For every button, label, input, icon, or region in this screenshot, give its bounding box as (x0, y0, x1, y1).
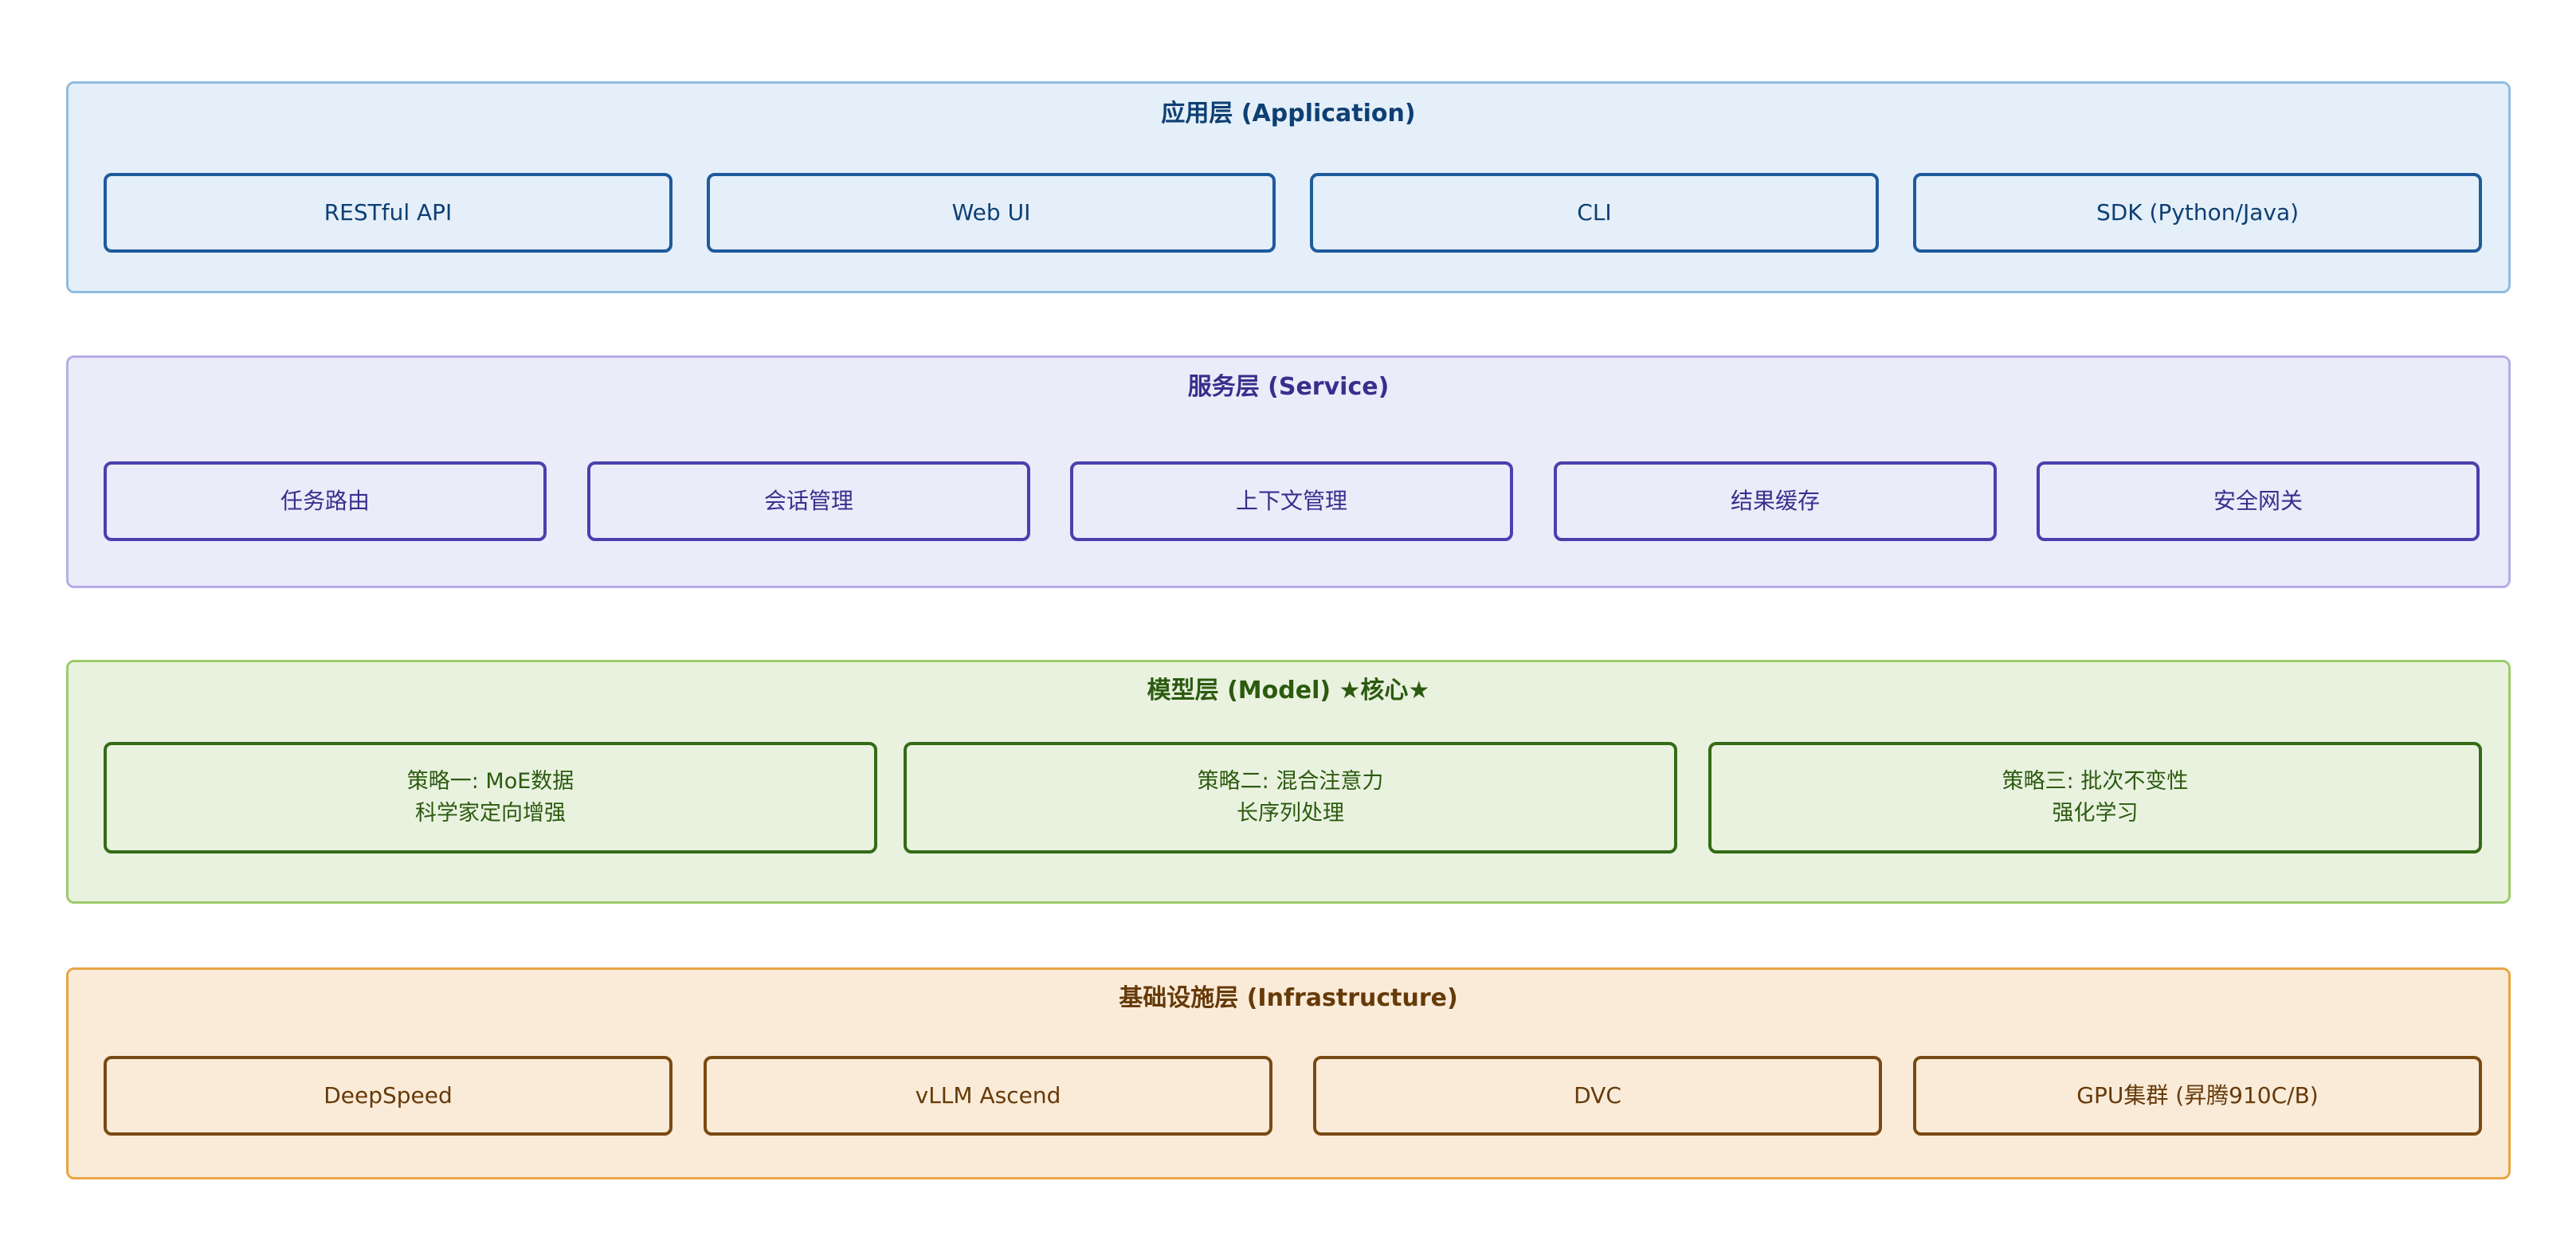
gpu-cluster-box[interactable]: GPU集群 (昇腾910C/B) (1913, 1056, 2482, 1136)
service-layer: 服务层 (Service) 任务路由 会话管理 上下文管理 结果缓存 安全网关 (66, 355, 2511, 588)
context-management-label: 上下文管理 (1235, 488, 1347, 514)
security-gateway-box[interactable]: 安全网关 (2037, 461, 2480, 541)
result-cache-box[interactable]: 结果缓存 (1554, 461, 1997, 541)
infrastructure-layer-title: 基础设施层 (Infrastructure) (1119, 984, 1458, 1012)
strategy-two-line2: 长序列处理 (1237, 801, 1344, 826)
deepspeed-box[interactable]: DeepSpeed (104, 1056, 672, 1136)
strategy-one-box[interactable]: 策略一: MoE数据 科学家定向增强 (104, 742, 877, 853)
session-management-label: 会话管理 (763, 488, 853, 514)
restful-api-box[interactable]: RESTful API (104, 173, 672, 253)
application-layer-title: 应用层 (Application) (1161, 100, 1416, 128)
dvc-box[interactable]: DVC (1313, 1056, 1882, 1136)
session-management-box[interactable]: 会话管理 (587, 461, 1030, 541)
context-management-box[interactable]: 上下文管理 (1070, 461, 1513, 541)
strategy-one-line1: 策略一: MoE数据 (406, 769, 574, 794)
strategy-one-line2: 科学家定向增强 (415, 801, 566, 826)
strategy-two-line1: 策略二: 混合注意力 (1197, 769, 1384, 794)
sdk-label: SDK (Python/Java) (2096, 199, 2300, 226)
result-cache-label: 结果缓存 (1730, 488, 1820, 514)
vllm-ascend-label: vLLM Ascend (915, 1082, 1061, 1109)
strategy-three-line1: 策略三: 批次不变性 (2002, 769, 2189, 794)
infrastructure-layer: 基础设施层 (Infrastructure) DeepSpeed vLLM As… (66, 967, 2511, 1179)
restful-api-label: RESTful API (323, 199, 453, 226)
sdk-box[interactable]: SDK (Python/Java) (1913, 173, 2482, 253)
web-ui-box[interactable]: Web UI (707, 173, 1276, 253)
security-gateway-label: 安全网关 (2213, 488, 2303, 514)
task-routing-box[interactable]: 任务路由 (104, 461, 547, 541)
cli-label: CLI (1577, 199, 1612, 226)
cli-box[interactable]: CLI (1310, 173, 1879, 253)
strategy-two-box[interactable]: 策略二: 混合注意力 长序列处理 (904, 742, 1677, 853)
strategy-three-box[interactable]: 策略三: 批次不变性 强化学习 (1708, 742, 2482, 853)
vllm-ascend-box[interactable]: vLLM Ascend (704, 1056, 1272, 1136)
strategy-three-line2: 强化学习 (2052, 801, 2139, 826)
deepspeed-label: DeepSpeed (323, 1082, 453, 1109)
application-layer: 应用层 (Application) RESTful API Web UI CLI… (66, 81, 2511, 293)
model-layer: 模型层 (Model) ★核心★ 策略一: MoE数据 科学家定向增强 策略二:… (66, 660, 2511, 904)
web-ui-label: Web UI (951, 199, 1031, 226)
task-routing-label: 任务路由 (280, 488, 370, 514)
gpu-cluster-label: GPU集群 (昇腾910C/B) (2076, 1082, 2319, 1109)
model-layer-title: 模型层 (Model) ★核心★ (1147, 677, 1430, 704)
dvc-label: DVC (1574, 1082, 1621, 1109)
service-layer-title: 服务层 (Service) (1187, 373, 1390, 401)
